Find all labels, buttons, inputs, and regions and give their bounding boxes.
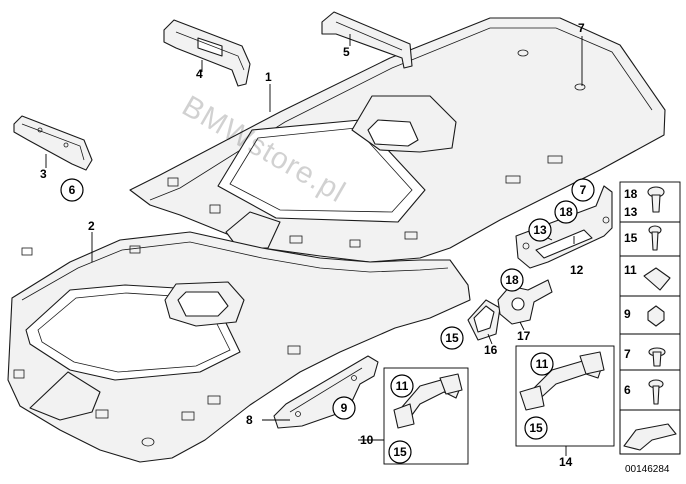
side-panel-labels: 18 13 15 11 9 7 6 — [624, 187, 638, 397]
svg-text:15: 15 — [529, 421, 543, 435]
headliner-2 — [7, 231, 471, 463]
washer-7-icon — [648, 347, 666, 367]
circled-callout-18-b: 18 — [500, 268, 524, 292]
callout-1: 1 — [265, 70, 272, 84]
circled-callout-13: 13 — [528, 218, 552, 242]
svg-text:7: 7 — [580, 183, 587, 197]
side-label-11: 11 — [624, 263, 637, 277]
screw-15-icon — [648, 225, 662, 251]
diagram-code: 00146284 — [625, 464, 670, 475]
direction-arrow-icon — [623, 423, 677, 451]
svg-text:11: 11 — [396, 379, 409, 393]
trim-piece-11-icon — [643, 267, 671, 291]
svg-text:15: 15 — [393, 445, 407, 459]
circled-callouts: 6 7 18 13 18 15 9 11 — [60, 178, 595, 464]
side-panel — [619, 181, 681, 455]
side-label-15: 15 — [624, 231, 638, 245]
grab-handle-10 — [393, 373, 463, 429]
callout-2: 2 — [88, 219, 95, 233]
callout-7: 7 — [578, 21, 585, 35]
bracket-5 — [321, 11, 413, 69]
callout-5: 5 — [343, 45, 350, 59]
clip-9-icon — [647, 305, 665, 327]
headliner-1 — [129, 17, 666, 263]
circled-callout-7: 7 — [571, 178, 595, 202]
callout-16: 16 — [484, 343, 498, 357]
rail-8 — [273, 355, 379, 429]
circled-callout-15-c: 15 — [524, 416, 548, 440]
svg-text:11: 11 — [536, 357, 549, 371]
group-box-14 — [515, 345, 615, 447]
callout-12: 12 — [570, 263, 584, 277]
circled-callout-15-a: 15 — [440, 326, 464, 350]
bracket-12 — [515, 185, 613, 269]
screw-18-icon — [647, 186, 665, 213]
svg-text:18: 18 — [559, 205, 573, 219]
callout-17: 17 — [517, 329, 531, 343]
side-label-6: 6 — [624, 383, 631, 397]
callout-10: 10 — [360, 433, 374, 447]
svg-text:15: 15 — [445, 331, 459, 345]
side-label-7: 7 — [624, 347, 631, 361]
svg-text:9: 9 — [341, 401, 348, 415]
svg-text:6: 6 — [69, 183, 76, 197]
circled-callout-9: 9 — [332, 396, 356, 420]
grab-handle-14 — [519, 351, 605, 411]
circled-callout-15-b: 15 — [388, 440, 412, 464]
svg-text:13: 13 — [533, 223, 547, 237]
group-box-10 — [383, 367, 469, 465]
circled-callout-11-b: 11 — [530, 352, 554, 376]
callout-3: 3 — [40, 167, 47, 181]
circled-callout-11-a: 11 — [390, 374, 414, 398]
side-label-13: 13 — [624, 205, 638, 219]
bracket-4 — [163, 19, 251, 87]
callout-4: 4 — [196, 67, 203, 81]
screw-6-icon — [648, 379, 664, 405]
bracket-3 — [13, 115, 93, 171]
mechanism-16 — [467, 299, 501, 341]
side-label-9: 9 — [624, 307, 631, 321]
callout-8: 8 — [246, 413, 253, 427]
svg-text:18: 18 — [505, 273, 519, 287]
circled-callout-6: 6 — [60, 178, 84, 202]
side-label-18: 18 — [624, 187, 638, 201]
callout-14: 14 — [559, 455, 573, 469]
callout-labels: 1 2 3 4 5 7 8 10 12 14 16 17 — [40, 21, 585, 469]
circled-callout-18-a: 18 — [554, 200, 578, 224]
front-console-2 — [29, 371, 101, 421]
